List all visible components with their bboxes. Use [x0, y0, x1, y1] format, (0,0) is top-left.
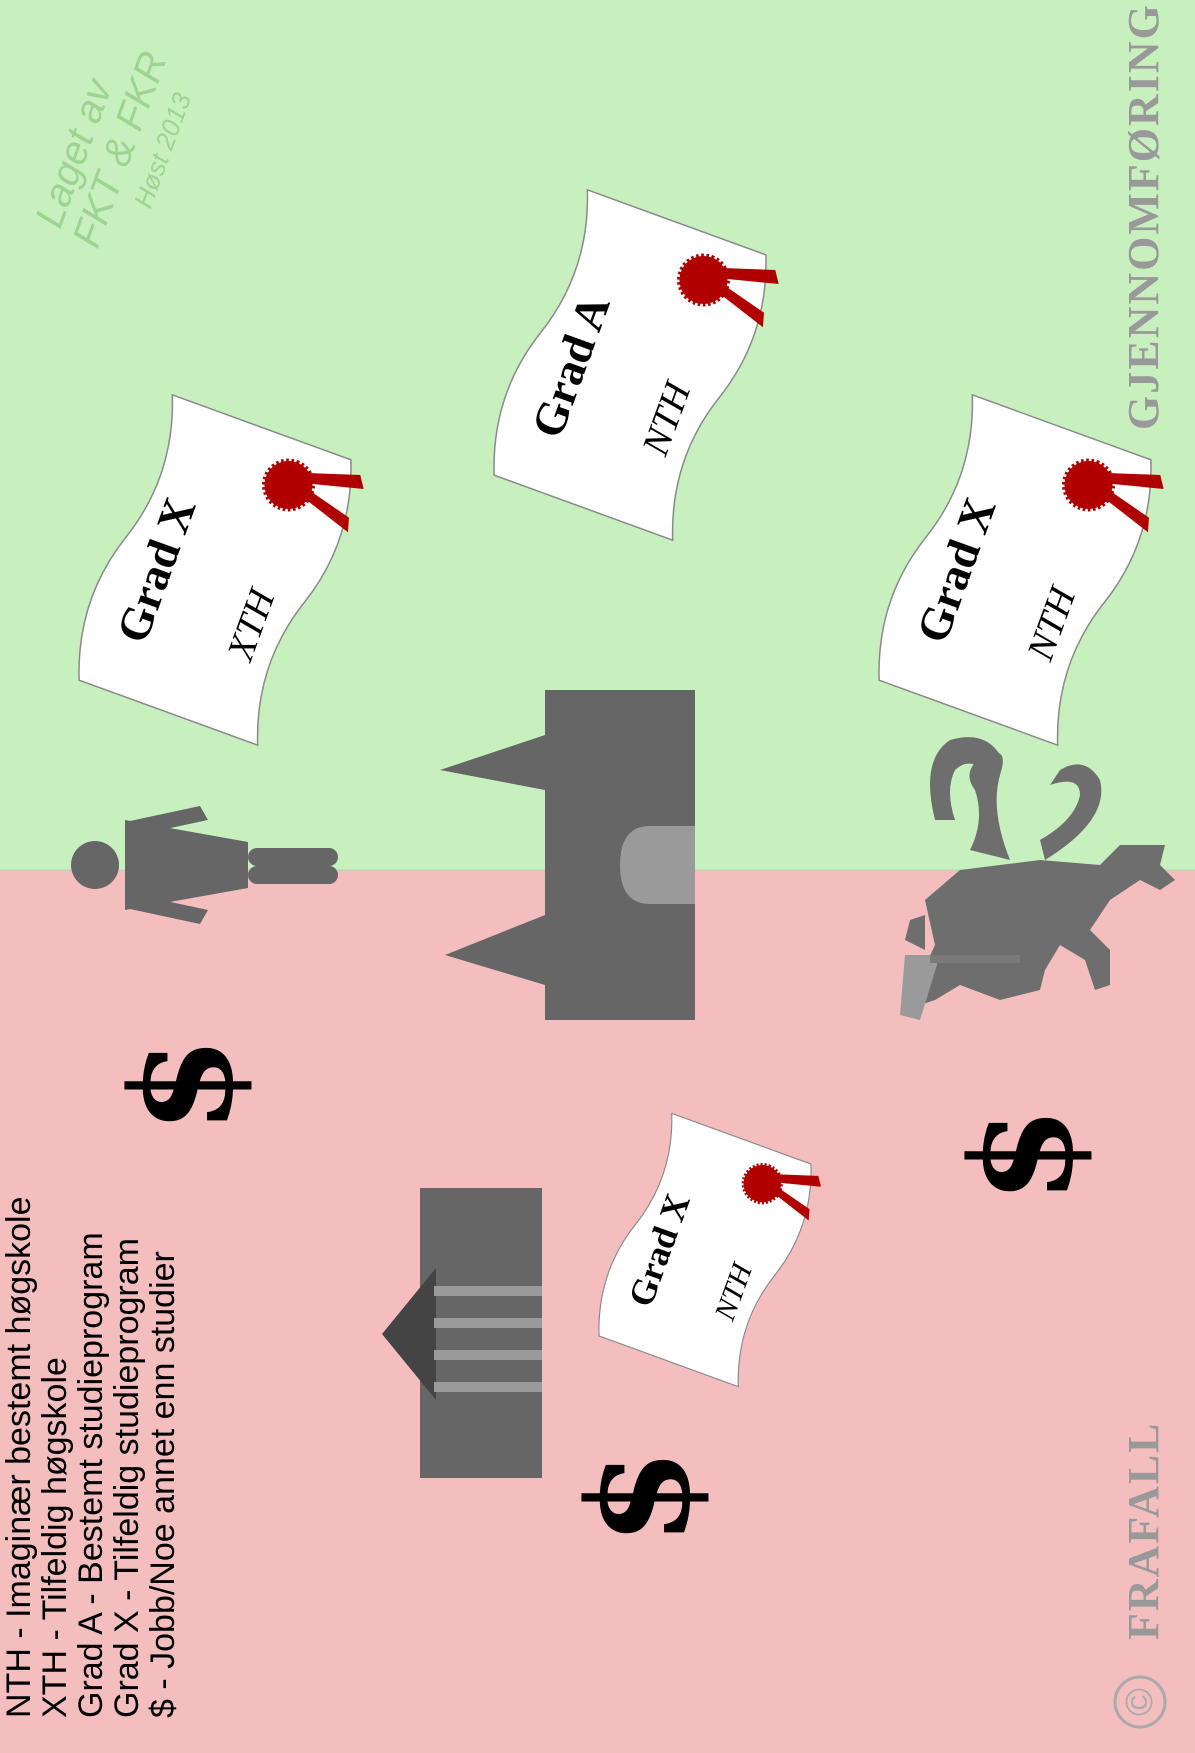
success-label: GJENNOMFØRING [1119, 3, 1168, 430]
legend-item-grad-a: Grad A - Bestemt studieprogram [72, 1232, 110, 1718]
dropout-label: FRAFALL [1119, 1421, 1168, 1640]
legend: NTH - Imaginær bestemt høgskole XTH - Ti… [0, 1197, 182, 1719]
dollar-icon-2 [941, 1106, 1105, 1203]
dollar-icon-3 [558, 1448, 722, 1545]
legend-item-grad-x: Grad X - Tilfeldig studieprogram [108, 1238, 146, 1718]
dollar-icon-1 [101, 1036, 265, 1133]
legend-item-xth: XTH - Tilfeldig høgskole [36, 1357, 74, 1718]
legend-item-dollar: $ - Jobb/Noe annet enn studier [144, 1251, 182, 1718]
legend-item-nth: NTH - Imaginær bestemt høgskole [0, 1197, 38, 1719]
copyright-symbol: © [1119, 1688, 1161, 1716]
